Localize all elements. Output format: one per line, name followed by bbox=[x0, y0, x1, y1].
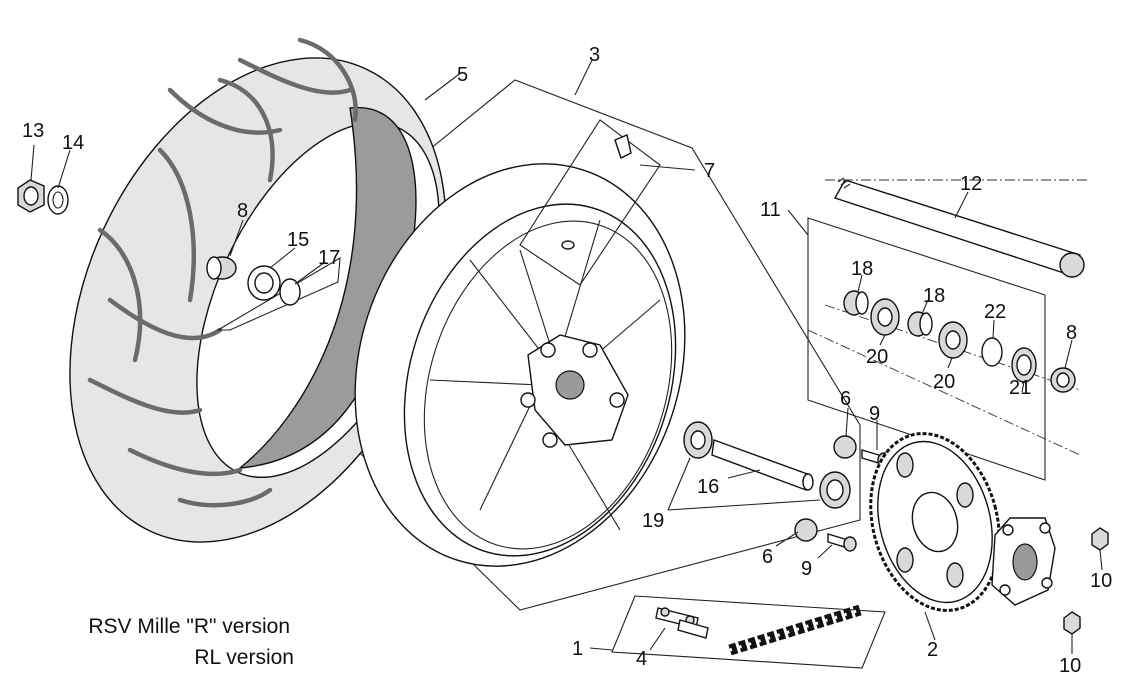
chain-link-4 bbox=[655, 607, 709, 639]
bush-6-top bbox=[833, 435, 857, 459]
callout-15: 15 bbox=[287, 229, 309, 251]
callout-2: 2 bbox=[927, 639, 938, 661]
callout-18-a: 18 bbox=[851, 258, 873, 280]
caption-line-1: RSV Mille "R" version bbox=[88, 615, 290, 638]
bush-6-bottom bbox=[794, 518, 818, 542]
callout-10-bottom: 10 bbox=[1059, 655, 1081, 677]
callout-3: 3 bbox=[589, 44, 600, 66]
callout-8-left: 8 bbox=[237, 200, 248, 222]
bearing-19-right bbox=[819, 471, 851, 509]
callout-16: 16 bbox=[697, 476, 719, 498]
nut-10-top bbox=[1091, 527, 1109, 551]
callout-9-top: 9 bbox=[869, 403, 880, 425]
callout-21: 21 bbox=[1009, 377, 1031, 399]
callout-10-top: 10 bbox=[1090, 570, 1112, 592]
chain-group-outline bbox=[611, 595, 886, 669]
spacer-8-left bbox=[206, 256, 237, 280]
bearing-19-left bbox=[683, 421, 713, 459]
callout-9-bottom: 9 bbox=[801, 558, 812, 580]
callout-5: 5 bbox=[457, 64, 468, 86]
nut-10-bottom bbox=[1063, 611, 1081, 635]
bearing-15 bbox=[247, 265, 281, 301]
rear-sprocket-2 bbox=[869, 432, 1001, 612]
callout-13: 13 bbox=[22, 120, 44, 142]
sprocket-carrier bbox=[991, 517, 1056, 606]
callout-14: 14 bbox=[62, 132, 84, 154]
callout-11: 11 bbox=[760, 199, 781, 221]
callout-17: 17 bbox=[318, 247, 340, 269]
callout-20-b: 20 bbox=[933, 371, 955, 393]
callout-18-b: 18 bbox=[923, 285, 945, 307]
seal-21 bbox=[1011, 347, 1037, 383]
callout-22: 22 bbox=[984, 301, 1006, 323]
bearing-group-outline bbox=[807, 217, 1046, 481]
hub-flange bbox=[520, 334, 629, 448]
callout-8-right: 8 bbox=[1066, 322, 1077, 344]
wheel-group-outline bbox=[221, 79, 861, 611]
caption-line-2: RL version bbox=[194, 646, 294, 669]
circlip-17 bbox=[279, 278, 301, 306]
leader-lines bbox=[30, 59, 1103, 654]
spacer-tube-16 bbox=[711, 439, 814, 491]
callout-12: 12 bbox=[960, 173, 982, 195]
spacer-18-a bbox=[843, 290, 869, 316]
spacer-8-right bbox=[1050, 367, 1076, 393]
spacer-18-b bbox=[907, 311, 933, 337]
wheel-axle-12 bbox=[833, 177, 1085, 278]
spacer-group-outline bbox=[215, 256, 341, 331]
valve-group-outline bbox=[519, 119, 661, 286]
callout-4: 4 bbox=[636, 648, 647, 670]
bearing-20-b bbox=[938, 321, 968, 359]
circlip-22 bbox=[981, 337, 1003, 367]
callout-1: 1 bbox=[572, 638, 583, 660]
nut-13 bbox=[17, 179, 45, 213]
bolt-9-bottom bbox=[827, 533, 857, 552]
drive-chain bbox=[728, 604, 862, 656]
bearing-20-a bbox=[870, 298, 900, 336]
callout-7: 7 bbox=[704, 160, 715, 182]
callout-19: 19 bbox=[642, 510, 664, 532]
callout-6-bottom: 6 bbox=[762, 546, 773, 568]
callout-20-a: 20 bbox=[866, 346, 888, 368]
callout-6-top: 6 bbox=[840, 388, 851, 410]
washer-14 bbox=[47, 185, 69, 215]
